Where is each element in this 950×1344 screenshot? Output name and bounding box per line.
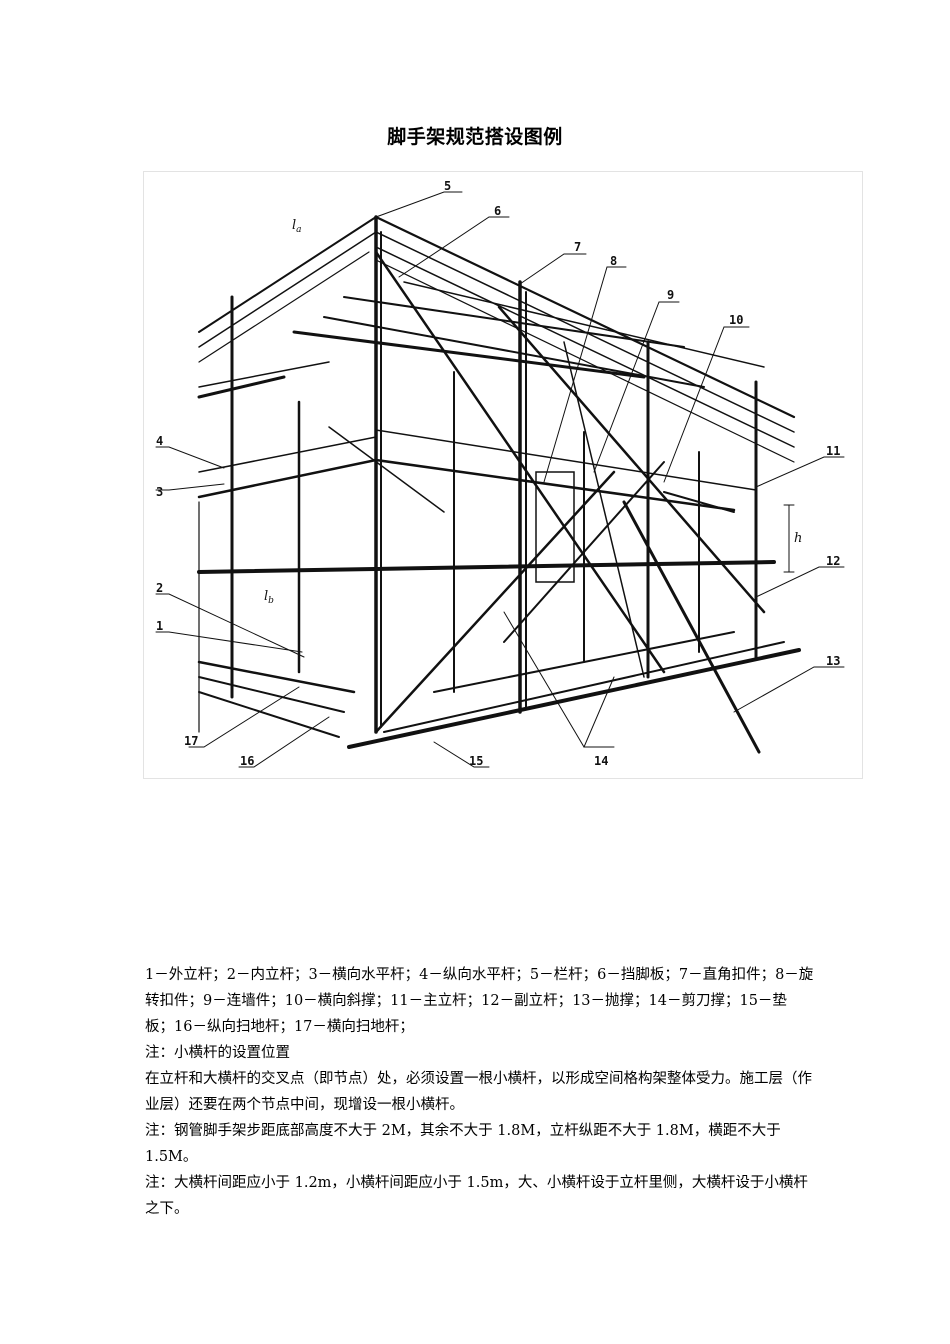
callout-3: 3: [156, 485, 163, 499]
notes-section: 1－外立杆；2－内立杆；3－横向水平杆；4－纵向水平杆；5－栏杆；6－挡脚板；7…: [145, 962, 815, 1222]
legend-text: 1－外立杆；2－内立杆；3－横向水平杆；4－纵向水平杆；5－栏杆；6－挡脚板；7…: [145, 967, 814, 1035]
page-title: 脚手架规范搭设图例: [387, 126, 563, 148]
callout-14: 14: [594, 754, 608, 768]
callout-5: 5: [444, 179, 451, 193]
scaffold-diagram: 5 6 7 8 9 10 11 12 13 14 15 16 17 1 2 3 …: [143, 171, 863, 779]
callout-4: 4: [156, 434, 163, 448]
callout-9: 9: [667, 288, 674, 302]
dimension-h: h: [794, 531, 802, 546]
callout-6: 6: [494, 204, 501, 218]
callout-12: 12: [826, 554, 840, 568]
callout-17: 17: [184, 734, 198, 748]
callout-2: 2: [156, 581, 163, 595]
callout-1: 1: [156, 619, 163, 633]
note-paragraph: 在立杆和大横杆的交叉点（即节点）处，必须设置一根小横杆，以形成空间格构架整体受力…: [145, 1071, 812, 1113]
callout-13: 13: [826, 654, 840, 668]
note-spacing-limits: 注：钢管脚手架步距底部高度不大于 2M，其余不大于 1.8M，立杆纵距不大于 1…: [145, 1123, 781, 1165]
callout-labels: 5 6 7 8 9 10 11 12 13 14 15 16 17 1 2 3 …: [156, 179, 840, 768]
note-ledger-spacing: 注：大横杆间距应小于 1.2m，小横杆间距应小于 1.5m，大、小横杆设于立杆里…: [145, 1175, 808, 1217]
scaffold-drawing: 5 6 7 8 9 10 11 12 13 14 15 16 17 1 2 3 …: [155, 179, 845, 768]
dimension-lb: lb: [264, 589, 274, 606]
callout-15: 15: [469, 754, 483, 768]
dimension-labels: la lb h: [264, 218, 802, 606]
callout-11: 11: [826, 444, 840, 458]
note-heading: 注：小横杆的设置位置: [145, 1045, 290, 1061]
callout-7: 7: [574, 240, 581, 254]
callout-10: 10: [729, 313, 743, 327]
callout-16: 16: [240, 754, 254, 768]
dimension-la: la: [292, 218, 302, 235]
callout-8: 8: [610, 254, 617, 268]
